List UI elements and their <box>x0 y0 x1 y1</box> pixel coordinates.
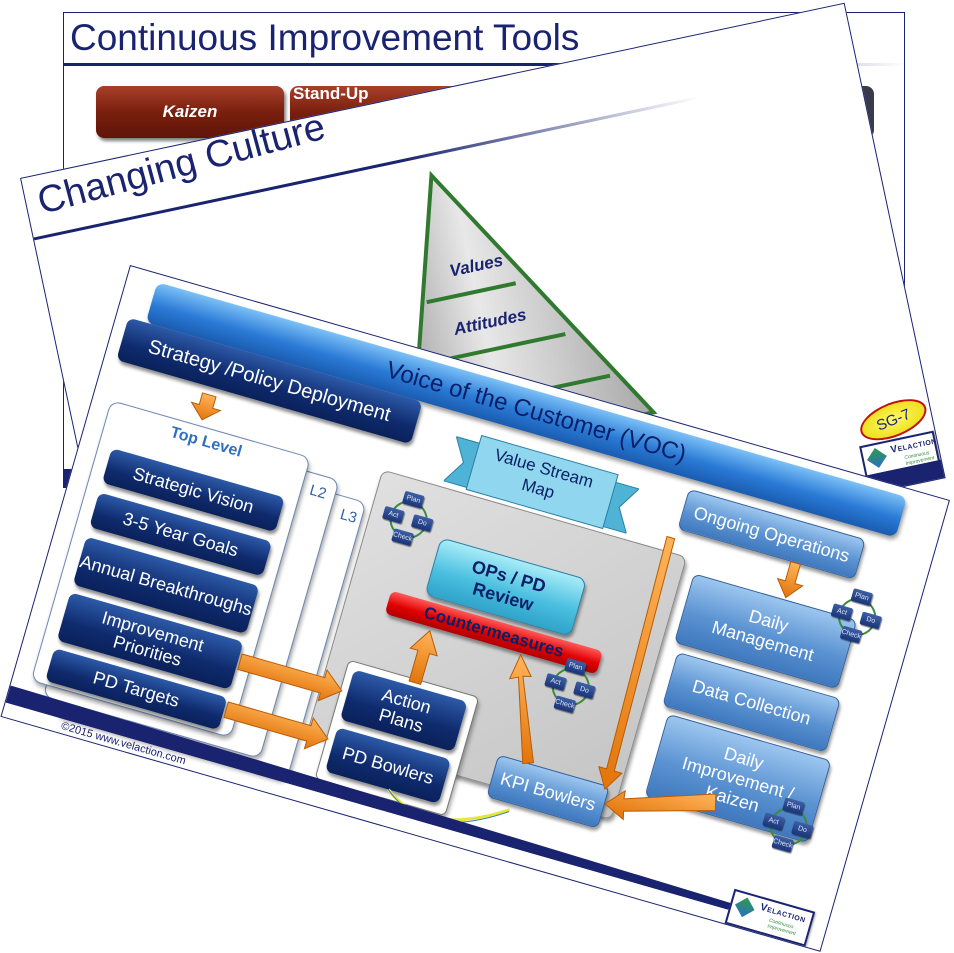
logo-mark-icon <box>866 447 887 468</box>
stand-up-label: Stand-Up <box>293 84 369 103</box>
arrow-down-strategy <box>190 392 222 421</box>
pyramid-divider <box>426 281 517 305</box>
arrow-targets-to-bowlers <box>223 701 329 750</box>
arrow-priorities-to-action <box>237 653 343 702</box>
logo-mark-icon <box>734 897 755 918</box>
arrow-improvement-to-kpi <box>604 789 717 821</box>
title-underline <box>64 63 904 66</box>
slide-title: Continuous Improvement Tools <box>70 17 580 58</box>
arrow-operations-to-management <box>776 561 804 599</box>
kaizen-label: Kaizen <box>162 102 218 121</box>
flow-arrows <box>190 392 804 823</box>
arrow-kpi-to-countermeasures <box>508 653 535 765</box>
banner-body <box>465 434 619 530</box>
arrow-operations-to-kpi <box>598 535 676 791</box>
value-stream-banner <box>442 434 640 534</box>
arrow-action-to-countermeasures <box>408 629 438 685</box>
slide-policy-deployment: Voice of the Customer (VOC) Strategy /Po… <box>0 265 950 952</box>
